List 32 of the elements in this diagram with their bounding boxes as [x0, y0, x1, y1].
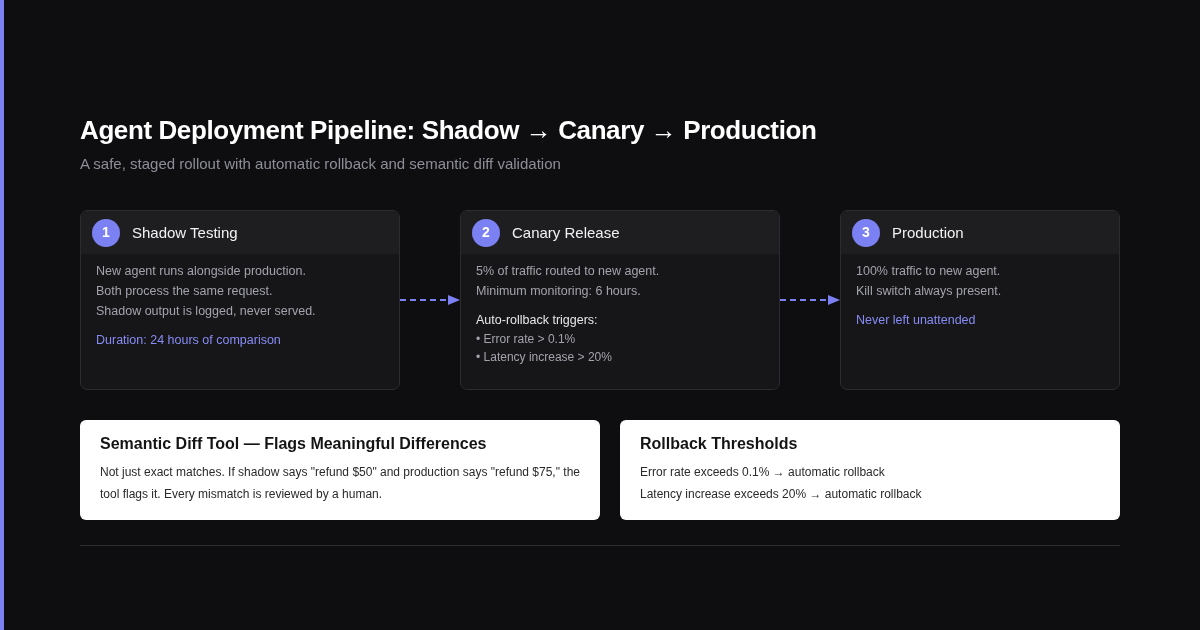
list-item: • Error rate > 0.1%: [476, 331, 577, 348]
subtitle: A safe, staged rollout with automatic rollback and semantic diff validation: [80, 154, 561, 174]
stage-title: Shadow Testing: [132, 222, 238, 243]
list-heading: Auto-rollback triggers:: [476, 312, 599, 329]
info-card: [620, 420, 1120, 520]
stage-note: Duration: 24 hours of comparison: [96, 332, 282, 349]
step-number-badge: 1: [92, 218, 120, 247]
page-title: Agent Deployment Pipeline: Shadow → Canary → Production: [80, 114, 817, 146]
step-number-badge: 3: [852, 218, 880, 247]
step-number-badge: 2: [472, 218, 500, 247]
dashed-arrow: [779, 295, 841, 305]
card-text: Error rate exceeds 0.1% → automatic rollback: [640, 464, 886, 481]
stage-description: 5% of traffic routed to new agent.: [476, 263, 661, 280]
list-item: • Latency increase > 20%: [476, 349, 613, 366]
stage-description: Shadow output is logged, never served.: [96, 303, 317, 320]
info-card: [80, 420, 600, 520]
stage-description: New agent runs alongside production.: [96, 263, 307, 280]
stage-note: Never left unattended: [856, 312, 977, 329]
card-text: Latency increase exceeds 20% → automatic rollback: [640, 486, 923, 503]
card-text: Not just exact matches. If shadow says "refund $50" and production says "refund $75," the tool flags it. Every mismatch is reviewed by a human.: [100, 464, 580, 503]
stage-description: Both process the same request.: [96, 283, 274, 300]
stage-description: Kill switch always present.: [856, 283, 1003, 300]
card-heading: Semantic Diff Tool — Flags Meaningful Differences: [100, 434, 488, 454]
card-heading: Rollback Thresholds: [640, 434, 799, 454]
stage-title: Production: [892, 222, 964, 243]
stage-card: [80, 210, 400, 390]
stage-card: [840, 210, 1120, 390]
dashed-arrow: [399, 295, 461, 305]
stage-description: Minimum monitoring: 6 hours.: [476, 283, 642, 300]
stage-card: [460, 210, 780, 390]
stage-description: 100% traffic to new agent.: [856, 263, 1002, 280]
stage-title: Canary Release: [512, 222, 620, 243]
